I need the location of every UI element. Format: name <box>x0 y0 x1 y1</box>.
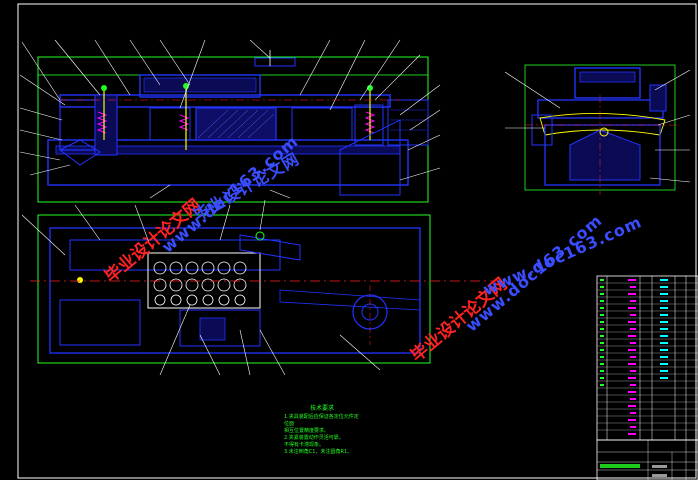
technical-requirement-line: 2.夹紧装置动作灵活可靠， <box>284 435 344 441</box>
technical-requirement-line: 相互位置精度要求。 <box>284 428 330 434</box>
technical-requirements-title: 技术要求 <box>309 405 334 412</box>
front-view <box>19 39 441 203</box>
technical-requirement-line: 不得有卡滞现象。 <box>284 442 325 448</box>
parts-list-table <box>596 275 698 441</box>
title-block-frame <box>596 439 698 480</box>
technical-requirement-line: 3.未注倒角C1，未注圆角R1。 <box>284 449 353 455</box>
technical-requirements: 技术要求 1.夹具装配后应保证各定位元件定位面 相互位置精度要求。 2.夹紧装置… <box>284 405 360 456</box>
technical-requirement-line: 1.夹具装配后应保证各定位元件定位面 <box>284 414 359 427</box>
top-view <box>21 199 500 376</box>
drawing-border <box>17 3 697 479</box>
title-block <box>597 440 698 480</box>
side-view <box>504 64 691 195</box>
